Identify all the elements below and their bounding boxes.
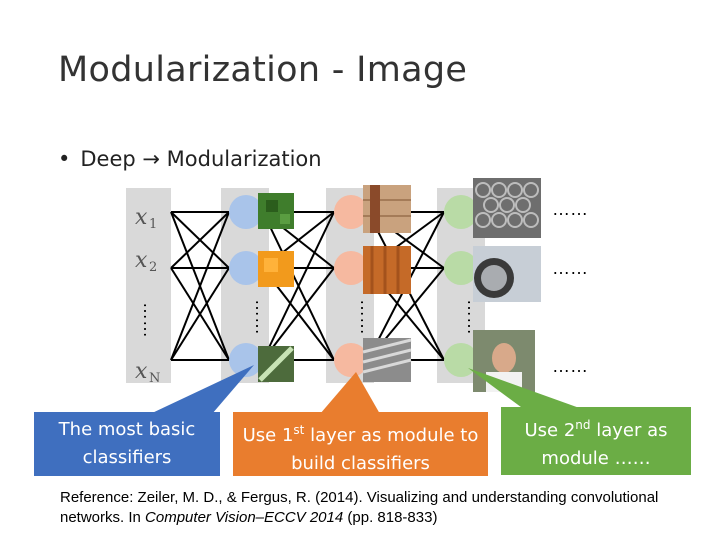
layer2-feature-images [363, 185, 411, 382]
layer3-node-n [444, 343, 478, 377]
layer2-node-1 [334, 195, 368, 229]
input-x2-subscript: 2 [149, 260, 157, 275]
layer1-node-1 [229, 195, 263, 229]
layer3-feature-images [473, 178, 541, 392]
callout-second-sup: nd [575, 418, 590, 432]
reference-venue: Computer Vision–ECCV 2014 [145, 509, 343, 526]
feature-wood-patch [363, 246, 411, 294]
feature-honeycomb-patch [473, 178, 541, 238]
reference-citation: Reference: Zeiler, M. D., & Fergus, R. (… [60, 488, 700, 528]
input-xn-subscript: N [149, 371, 160, 386]
input-xn-label: x [135, 359, 148, 384]
input-column-ellipsis: …… [130, 302, 150, 338]
layer2-node-2 [334, 251, 368, 285]
input-x1-subscript: 1 [149, 217, 157, 232]
callout-basic-classifiers: The most basic classifiers [34, 412, 220, 476]
callout-first-post: layer as module to build classifiers [291, 425, 478, 474]
input-x1-label: x [135, 205, 148, 230]
feature-orange-detail [264, 258, 278, 272]
input-x2-label: x [135, 248, 148, 273]
callout-first-pre: Use 1 [243, 425, 294, 446]
row-ellipses: …… …… …… [552, 199, 588, 376]
callout-first-sup: st [293, 423, 304, 437]
feature-green-detail-2 [280, 214, 290, 224]
callout-second-pre: Use 2 [524, 420, 575, 441]
row1-ellipsis: …… [552, 199, 588, 219]
reference-suffix: (pp. 818-833) [343, 509, 437, 526]
layer3-column-ellipsis: …… [454, 299, 474, 335]
callout-first-layer: Use 1st layer as module to build classif… [233, 412, 488, 476]
face-head [492, 343, 516, 373]
layer3-node-1 [444, 195, 478, 229]
wheel-rim [481, 265, 507, 291]
callout-second-layer: Use 2nd layer as module …… [501, 407, 691, 475]
brick-dark [370, 185, 380, 233]
row2-ellipsis: …… [552, 258, 588, 278]
layer2-node-n [334, 343, 368, 377]
layer2-column-ellipsis: …… [347, 299, 367, 335]
feature-green-detail [266, 200, 278, 212]
layer3-node-2 [444, 251, 478, 285]
rown-ellipsis: …… [552, 356, 588, 376]
layer1-column-ellipsis: …… [242, 299, 262, 335]
layer1-node-2 [229, 251, 263, 285]
